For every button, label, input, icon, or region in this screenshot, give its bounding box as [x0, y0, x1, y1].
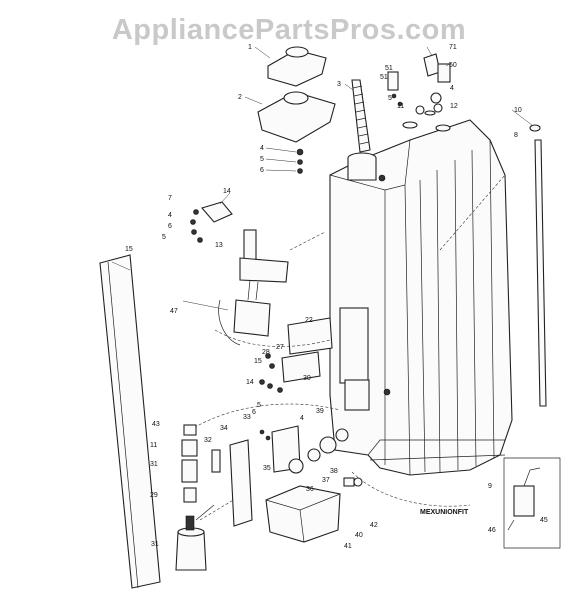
callout: 13 [215, 242, 223, 249]
callout: 14 [223, 188, 231, 195]
callout: 15 [125, 246, 133, 253]
callout: 4 [450, 85, 454, 92]
callout: 51 [385, 65, 393, 72]
callout: 5 [260, 156, 264, 163]
callout: 31 [150, 461, 158, 468]
side-panel [99, 254, 161, 589]
leader-lines [111, 46, 533, 311]
callout: 35 [263, 465, 271, 472]
callout: 10 [514, 107, 522, 114]
callout: 32 [204, 437, 212, 444]
callout: 31 [151, 541, 159, 548]
callout: 51 [380, 74, 388, 81]
callout: 14 [246, 379, 254, 386]
callout: 5 [162, 234, 166, 241]
callout: 41 [344, 543, 352, 550]
callout: 3 [337, 81, 341, 88]
callout: 33 [243, 414, 251, 421]
callout: 5 [388, 95, 392, 102]
water-heater-tank [329, 119, 513, 476]
callout: 30 [303, 375, 311, 382]
callout: 15 [254, 358, 262, 365]
callout: 39 [316, 408, 324, 415]
callout: 71 [449, 44, 457, 51]
callout: 6 [168, 223, 172, 230]
callout: 47 [170, 308, 178, 315]
fasteners-mid [259, 353, 283, 393]
pilot-bracket [190, 201, 233, 243]
callout: 22 [305, 317, 313, 324]
union-fitting [343, 477, 363, 487]
callout: 7 [168, 195, 172, 202]
callout: 28 [262, 349, 270, 356]
callout: 6 [252, 409, 256, 416]
burner-assembly [218, 229, 289, 346]
callout: 27 [276, 344, 284, 351]
callout: 37 [322, 477, 330, 484]
valve-bracket [211, 439, 253, 527]
callout: 4 [168, 212, 172, 219]
control-module [503, 457, 561, 549]
watermark: AppliancePartsPros.com [111, 14, 467, 46]
drain-valve-column [175, 424, 215, 571]
callout: 42 [370, 522, 378, 529]
draft-hood [257, 46, 336, 143]
callout: 4 [300, 415, 304, 422]
callout: 11 [397, 103, 404, 110]
callout: 38 [330, 468, 338, 475]
callout: 9 [488, 483, 492, 490]
callout: 43 [152, 421, 160, 428]
thermostat-components [259, 425, 349, 474]
callout: 50 [449, 62, 457, 69]
callout: 45 [540, 517, 548, 524]
callout: 11 [150, 442, 157, 449]
anode-rod [529, 124, 547, 407]
callout: 29 [150, 492, 158, 499]
callout: 40 [355, 532, 363, 539]
top-right-fittings [387, 53, 451, 115]
callout: 5 [257, 402, 261, 409]
guide-lines [189, 174, 506, 521]
callout: 4 [260, 145, 264, 152]
base-cover [265, 485, 341, 543]
callout: 6 [260, 167, 264, 174]
access-doors [281, 317, 333, 383]
callout: 8 [514, 132, 518, 139]
flue-baffle [351, 79, 371, 153]
callout: 36 [306, 486, 314, 493]
callout-labels: 1 2 3 4 5 6 7 4 6 5 14 13 15 47 22 27 28… [125, 44, 548, 550]
callout: 12 [450, 103, 458, 110]
callout: 34 [220, 425, 228, 432]
callout: 1 [248, 44, 252, 51]
callout: 46 [488, 527, 496, 534]
fasteners-top [296, 148, 304, 174]
footer-text: MEXUNIONFIT [420, 509, 469, 516]
tank-top-fittings [347, 110, 451, 181]
callout: 2 [238, 94, 242, 101]
